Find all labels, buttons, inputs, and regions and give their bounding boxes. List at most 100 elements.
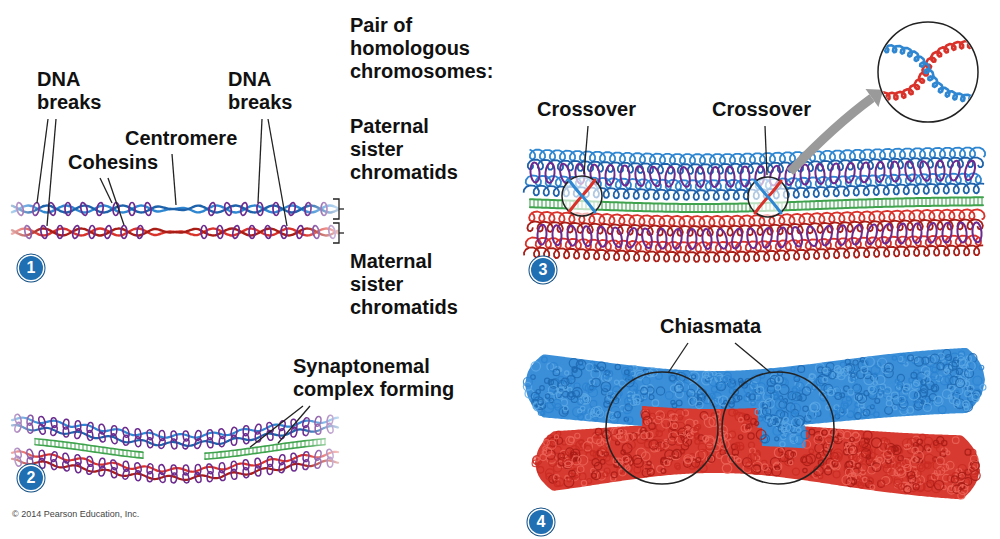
chromatin-loop bbox=[549, 459, 557, 467]
leader-line bbox=[668, 343, 688, 373]
synaptonemal-rung bbox=[613, 202, 614, 210]
cohesin-ring bbox=[963, 160, 977, 182]
chromatin-loop bbox=[607, 371, 613, 377]
chromatin-loop bbox=[885, 363, 894, 372]
chromatin-loop bbox=[641, 433, 647, 439]
chromatin-loop bbox=[622, 456, 628, 462]
chromatin-loop bbox=[546, 473, 553, 480]
chromatin-loop bbox=[892, 356, 896, 360]
synaptonemal-rung bbox=[885, 199, 886, 207]
synaptonemal-rung bbox=[945, 198, 946, 206]
chromatin-loop bbox=[722, 464, 732, 474]
chromatin-loop bbox=[867, 478, 873, 484]
chromatin-loop bbox=[822, 430, 827, 435]
chromatin-loop bbox=[980, 384, 986, 390]
chromatin-loop bbox=[809, 449, 814, 454]
chromatin-loop bbox=[614, 380, 618, 384]
cohesin-ring bbox=[257, 202, 264, 215]
cohesin-ring bbox=[725, 166, 735, 187]
cohesin-ring bbox=[267, 464, 273, 474]
cohesin-ring bbox=[837, 225, 848, 246]
cohesin-ring bbox=[897, 223, 908, 244]
cohesin-ring bbox=[530, 162, 540, 183]
synaptonemal-rung bbox=[901, 198, 902, 206]
chromatin-loop bbox=[664, 460, 670, 466]
synaptonemal-rung bbox=[297, 442, 298, 448]
cohesin-ring bbox=[620, 165, 630, 185]
chromatin-loop bbox=[649, 423, 655, 429]
cohesin-ring bbox=[218, 470, 226, 481]
chromatin-loop bbox=[895, 379, 899, 383]
cohesin-ring bbox=[859, 162, 870, 183]
synaptonemal-rung bbox=[67, 442, 68, 448]
callout-number: 1 bbox=[19, 256, 43, 280]
chromatin-loop bbox=[601, 446, 607, 452]
cohesin-ring bbox=[942, 222, 953, 243]
synaptonemal-rung bbox=[801, 202, 802, 210]
synaptonemal-rung bbox=[677, 204, 678, 212]
cohesin-ring bbox=[640, 228, 653, 250]
chromatin-loop bbox=[897, 463, 902, 468]
synaptonemal-rung bbox=[225, 451, 226, 457]
chromatin-loop bbox=[633, 366, 637, 370]
chromatin-loop bbox=[626, 417, 633, 424]
chromatin-loop bbox=[909, 390, 919, 400]
chromatin-loop bbox=[739, 417, 744, 422]
chromatin-loop bbox=[931, 473, 938, 480]
chromatin-loop bbox=[815, 444, 824, 453]
synaptonemal-rung bbox=[957, 198, 958, 206]
chromatin-loop bbox=[586, 364, 593, 371]
chromatin-loop bbox=[930, 354, 939, 363]
chromatin-loop bbox=[579, 361, 583, 365]
chromatin-loop bbox=[561, 399, 567, 405]
chromatin-loop bbox=[908, 475, 916, 483]
synaptonemal-rung bbox=[925, 198, 926, 206]
chromatin-loop bbox=[623, 406, 631, 414]
synaptonemal-rung bbox=[629, 203, 630, 211]
chromatin-loop bbox=[748, 433, 754, 439]
chromatin-loop bbox=[592, 459, 599, 466]
cohesin-ring bbox=[273, 202, 279, 215]
cohesin-ring bbox=[134, 462, 142, 473]
chromatin-loop bbox=[624, 370, 629, 375]
synaptonemal-rung bbox=[817, 201, 818, 209]
chromatin-loop bbox=[729, 431, 736, 438]
synaptonemal-rung bbox=[657, 204, 658, 212]
chromatin-loop bbox=[872, 438, 882, 448]
leader-line bbox=[258, 119, 262, 203]
synaptonemal-complex bbox=[35, 439, 143, 453]
chromatin-loop bbox=[578, 455, 588, 465]
synaptonemal-rung bbox=[545, 200, 546, 208]
chromatin-loop bbox=[627, 441, 635, 449]
synaptonemal-rung bbox=[621, 203, 622, 211]
chromatin-loop bbox=[836, 407, 845, 416]
chromatin-loop bbox=[958, 472, 965, 479]
chromatin-loop bbox=[675, 436, 684, 445]
synaptonemal-rung bbox=[261, 447, 262, 453]
maternal-chromatid bbox=[12, 451, 338, 471]
chromatin-loop bbox=[565, 371, 569, 375]
cohesin-ring bbox=[232, 225, 241, 239]
chromatin-loop bbox=[823, 377, 828, 382]
cohesin-ring bbox=[288, 202, 297, 216]
chromatin-loop bbox=[751, 401, 756, 406]
synaptonemal-rung bbox=[977, 197, 978, 205]
cohesin-ring bbox=[648, 166, 662, 188]
chromatin-loop bbox=[885, 406, 893, 414]
chromatin-loop bbox=[627, 398, 631, 402]
cohesin-ring bbox=[610, 227, 623, 249]
chromatin-loop bbox=[956, 379, 965, 388]
chiasma-circle bbox=[606, 372, 718, 484]
leader-line bbox=[765, 126, 767, 175]
chromatin-loop bbox=[937, 363, 944, 370]
cohesin-ring bbox=[935, 161, 945, 181]
chromatin-loop bbox=[837, 408, 846, 417]
cohesin-ring bbox=[918, 160, 931, 182]
chromatin-loop bbox=[746, 462, 753, 469]
synaptonemal-rung bbox=[665, 204, 666, 212]
chromatin-loop bbox=[690, 427, 698, 435]
chromatin-loop bbox=[932, 367, 937, 372]
chromatin-loop bbox=[644, 463, 654, 473]
chromatin-loop bbox=[940, 376, 949, 385]
chromatin-loop bbox=[652, 400, 659, 407]
